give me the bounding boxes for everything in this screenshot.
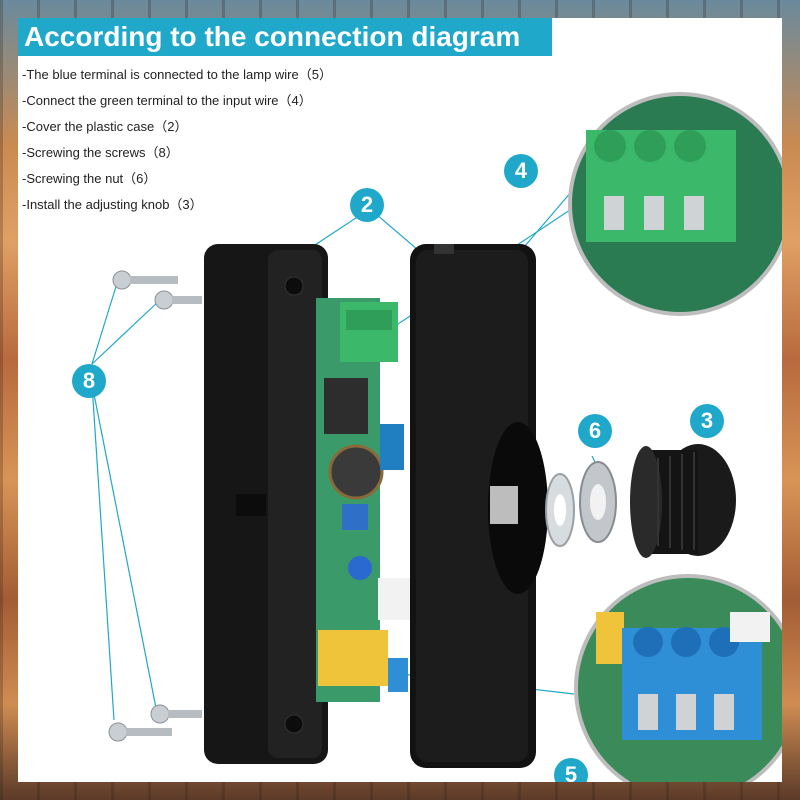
screw [112,270,178,290]
adjusting-knob [630,444,736,558]
assembly-illustration [91,92,782,782]
callout-lamp-terminal: 5 [554,758,588,782]
instruction-step: -Screwing the screws（8） [22,145,179,160]
front-lid [410,244,548,768]
screw [154,290,202,310]
instruction-step: -The blue terminal is connected to the l… [22,67,332,82]
callout-input-terminal: 4 [504,154,538,188]
callout-nut: 6 [578,414,612,448]
callout-knob: 3 [690,404,724,438]
callout-lid: 2 [350,188,384,222]
zoom-blue-terminal [574,574,782,782]
zoom-green-terminal [568,92,782,316]
page-title: According to the connection diagram [24,21,521,52]
instruction-step: -Cover the plastic case（2） [22,119,188,134]
instruction-list: -The blue terminal is connected to the l… [22,62,332,218]
instruction-step: -Connect the green terminal to the input… [22,93,312,108]
screw [108,722,172,742]
back-case [204,244,328,764]
screw [150,704,202,724]
circuit-board [316,298,412,702]
hex-nut [579,461,617,543]
instruction-step: -Screwing the nut（6） [22,171,157,186]
washer [545,473,575,547]
callout-screws: 8 [72,364,106,398]
diagram-canvas: According to the connection diagram -The… [18,18,782,782]
instruction-step: -Install the adjusting knob（3） [22,197,203,212]
title-banner: According to the connection diagram [18,18,552,56]
screws [108,270,202,742]
